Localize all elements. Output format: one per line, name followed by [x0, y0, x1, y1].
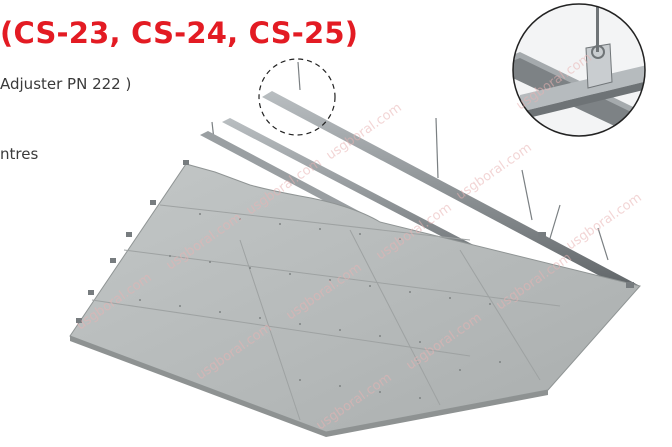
svg-text:usgboral.com: usgboral.com: [564, 190, 645, 253]
detail-inset: [512, 3, 646, 137]
plasterboard-ceiling: [69, 160, 641, 437]
page-title: (CS-23, CS-24, CS-25): [0, 16, 359, 50]
detail-callout-circle: [258, 58, 336, 136]
centres-note: ntres: [0, 145, 39, 163]
adjuster-note: Adjuster PN 222 ): [0, 75, 132, 93]
